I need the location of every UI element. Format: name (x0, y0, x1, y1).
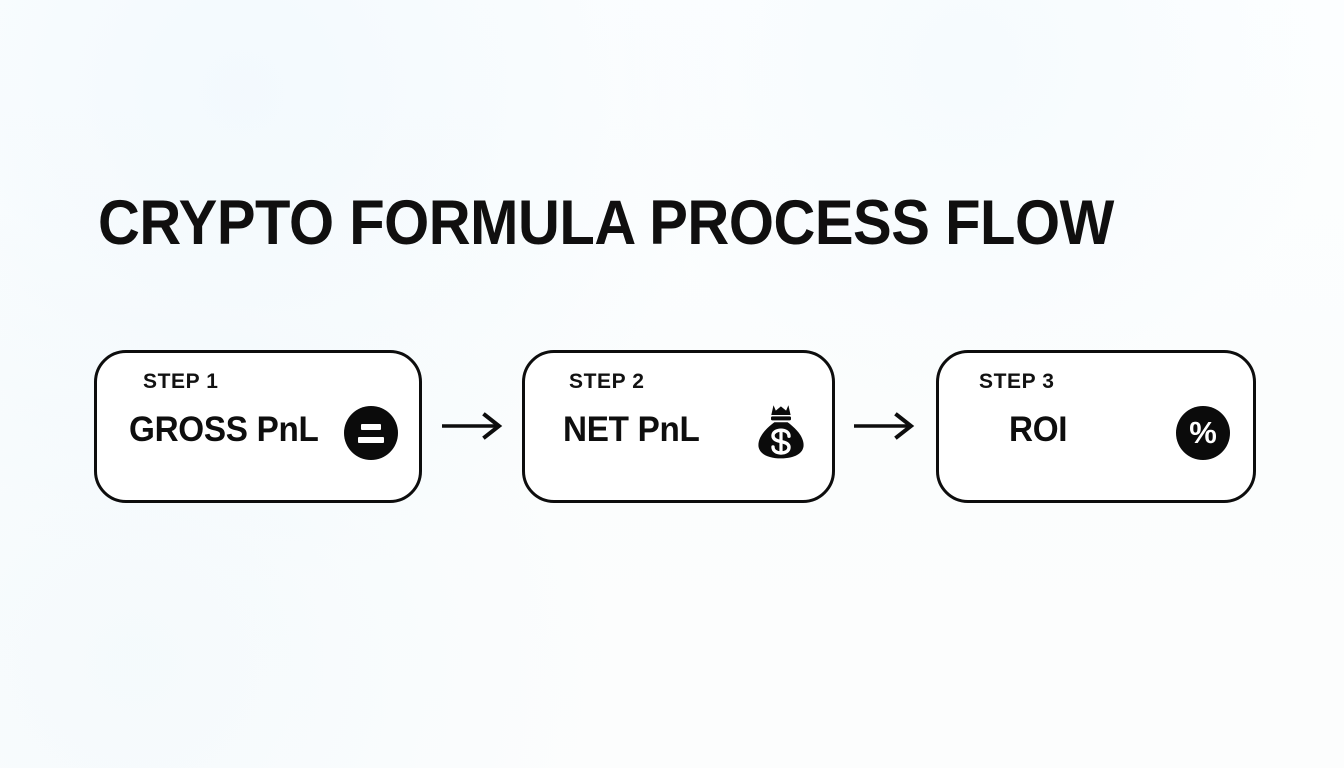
step-1-icon-slot (343, 405, 399, 461)
step-3-label: STEP 3 (979, 370, 1055, 393)
page-title: CRYPTO FORMULA PROCESS FLOW (98, 188, 1114, 259)
equals-icon (344, 406, 398, 460)
process-flow-row: STEP 1 GROSS PnL STEP 2 NET PnL (94, 350, 1256, 506)
step-2-icon-slot (753, 403, 809, 459)
money-bag-icon (758, 405, 804, 459)
step-1-title: GROSS PnL (129, 410, 319, 449)
step-3-icon-slot: % (1175, 405, 1231, 461)
step-1-label: STEP 1 (143, 370, 219, 393)
step-3-title: ROI (1009, 410, 1068, 449)
percent-glyph: % (1189, 415, 1217, 450)
step-card-3[interactable]: STEP 3 ROI % (936, 350, 1256, 503)
arrow-step1-to-step2-icon (442, 412, 504, 440)
step-card-1[interactable]: STEP 1 GROSS PnL (94, 350, 422, 503)
step-2-title: NET PnL (563, 410, 700, 449)
equals-glyph (358, 423, 384, 443)
arrow-step2-to-step3-icon (854, 412, 916, 440)
percent-icon: % (1176, 406, 1230, 460)
step-card-2[interactable]: STEP 2 NET PnL (522, 350, 835, 503)
step-2-label: STEP 2 (569, 370, 645, 393)
